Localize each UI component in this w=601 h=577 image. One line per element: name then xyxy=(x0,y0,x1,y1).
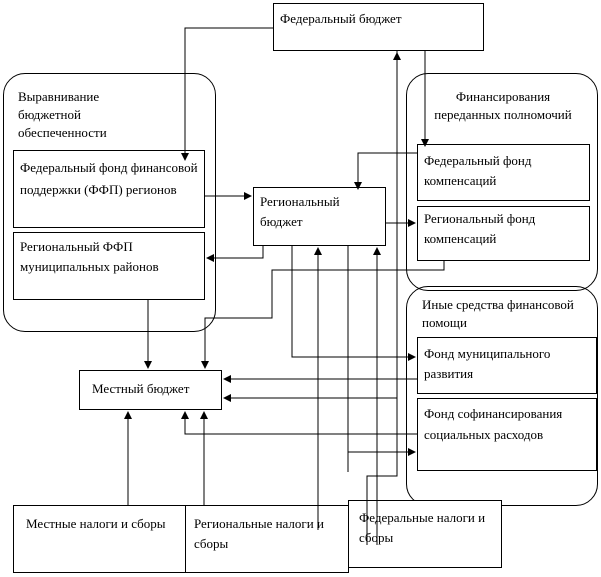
arrow-federal-budget-to-federal-ffp xyxy=(181,27,273,161)
node-federal-compensation: Федеральный фонд компенсаций xyxy=(417,144,590,201)
arrow-regional-compensation-to-local-budget xyxy=(201,261,445,369)
node-local-taxes: Местные налоги и сборы xyxy=(13,505,186,573)
group-other-aid-title: Иные средства финансовой помощи xyxy=(422,297,574,330)
arrow-federal-taxes-to-federal-budget xyxy=(366,52,401,545)
group-delegated-powers xyxy=(406,73,598,291)
arrow-regional-budget-to-cofinancing xyxy=(347,246,416,456)
arrow-regional-budget-to-municipal-fund xyxy=(291,246,416,361)
arrow-federal-compensation-to-regional-budget xyxy=(354,152,417,190)
group-delegated-powers-title: Финансирования переданных полномочий xyxy=(434,89,572,122)
group-equalization xyxy=(3,73,216,332)
node-municipal-development-fund: Фонд муниципального развития xyxy=(417,337,597,394)
node-federal-budget: Федеральный бюджет xyxy=(273,3,484,51)
group-equalization-title: Выравнивание бюджетной обеспеченности xyxy=(18,89,107,140)
arrow-federal-to-cofinancing xyxy=(223,51,398,402)
node-regional-compensation: Региональный фонд компенсаций xyxy=(417,206,590,261)
node-federal-taxes: Федеральные налоги и сборы xyxy=(348,500,502,568)
node-regional-budget: Региональный бюджет xyxy=(253,187,386,246)
node-local-budget: Местный бюджет xyxy=(79,370,222,410)
arrow-regional-budget-to-regional-ffp xyxy=(206,246,264,262)
node-regional-taxes: Региональные налоги и сборы xyxy=(185,505,349,573)
node-federal-ffp: Федеральный фонд финансовой поддержки (Ф… xyxy=(13,150,205,228)
arrow-cofinancing-to-local-budget xyxy=(181,411,417,435)
node-cofinancing-fund: Фонд софинансирования социальных расходо… xyxy=(417,398,597,471)
node-regional-ffp: Региональный ФФП муниципальных районов xyxy=(13,232,205,300)
group-other-aid xyxy=(406,286,598,506)
